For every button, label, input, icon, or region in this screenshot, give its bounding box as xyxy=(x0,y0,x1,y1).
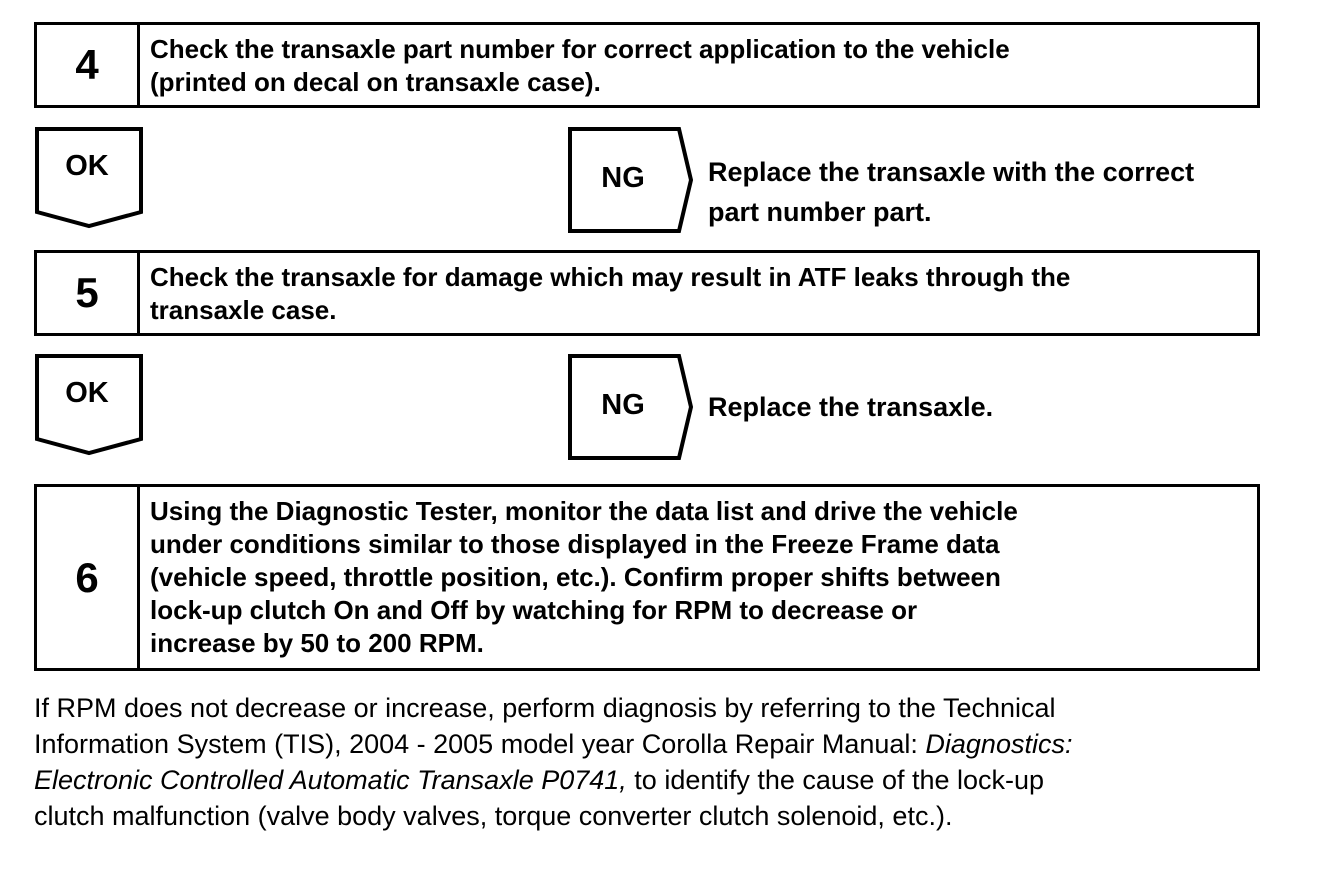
ng-action-text: Replace the transaxle with the correct p… xyxy=(708,152,1194,232)
step-number: 6 xyxy=(37,487,140,668)
footer-text: to identify the cause of the lock-up xyxy=(626,765,1045,795)
ng-label: NG xyxy=(601,389,645,421)
step-text-line: (printed on decal on transaxle case). xyxy=(150,67,601,97)
step-6-box: 6 Using the Diagnostic Tester, monitor t… xyxy=(34,484,1260,671)
step-instruction: Check the transaxle part number for corr… xyxy=(140,25,1022,105)
ng-action-line: Replace the transaxle. xyxy=(708,392,994,422)
footer-line: Information System (TIS), 2004 - 2005 mo… xyxy=(34,726,1274,762)
manual-section-title: Electronic Controlled Automatic Transaxl… xyxy=(34,765,627,795)
step-text-line: Check the transaxle for damage which may… xyxy=(150,262,1071,292)
ok-arrow-shape xyxy=(35,354,143,456)
step-5-box: 5 Check the transaxle for damage which m… xyxy=(34,250,1260,336)
step-text-line: lock-up clutch On and Off by watching fo… xyxy=(150,595,918,625)
ng-arrow: NG xyxy=(567,126,697,234)
ng-action-line: part number part. xyxy=(708,197,932,227)
ng-arrow-shape xyxy=(568,354,694,460)
ok-arrow-shape xyxy=(35,127,143,229)
step-text-line: under conditions similar to those displa… xyxy=(150,529,1000,559)
step-number: 4 xyxy=(37,25,140,105)
ok-arrow: OK xyxy=(34,353,146,457)
step-text-line: (vehicle speed, throttle position, etc.)… xyxy=(150,562,1001,592)
ng-arrow: NG xyxy=(567,353,697,461)
ng-arrow-shape xyxy=(568,127,694,233)
manual-section-title: Diagnostics: xyxy=(925,729,1073,759)
step-text-line: increase by 50 to 200 RPM. xyxy=(150,628,484,658)
step-text-line: transaxle case. xyxy=(150,295,337,325)
ok-label: OK xyxy=(65,377,109,409)
step-number: 5 xyxy=(37,253,140,333)
step-instruction: Using the Diagnostic Tester, monitor the… xyxy=(140,487,1030,668)
footer-text: Information System (TIS), 2004 - 2005 mo… xyxy=(34,729,926,759)
ng-action-line: Replace the transaxle with the correct xyxy=(708,157,1195,187)
ng-action-text: Replace the transaxle. xyxy=(708,387,993,427)
footer-line: clutch malfunction (valve body valves, t… xyxy=(34,801,953,831)
ng-label: NG xyxy=(601,162,645,194)
footer-line: Electronic Controlled Automatic Transaxl… xyxy=(34,762,1274,798)
step-text-line: Using the Diagnostic Tester, monitor the… xyxy=(150,496,1018,526)
step-text-line: Check the transaxle part number for corr… xyxy=(150,34,1010,64)
ok-label: OK xyxy=(65,150,109,182)
footer-note: If RPM does not decrease or increase, pe… xyxy=(34,690,1274,834)
step-instruction: Check the transaxle for damage which may… xyxy=(140,253,1082,333)
ok-arrow: OK xyxy=(34,126,146,230)
footer-line: If RPM does not decrease or increase, pe… xyxy=(34,693,1056,723)
step-4-box: 4 Check the transaxle part number for co… xyxy=(34,22,1260,108)
